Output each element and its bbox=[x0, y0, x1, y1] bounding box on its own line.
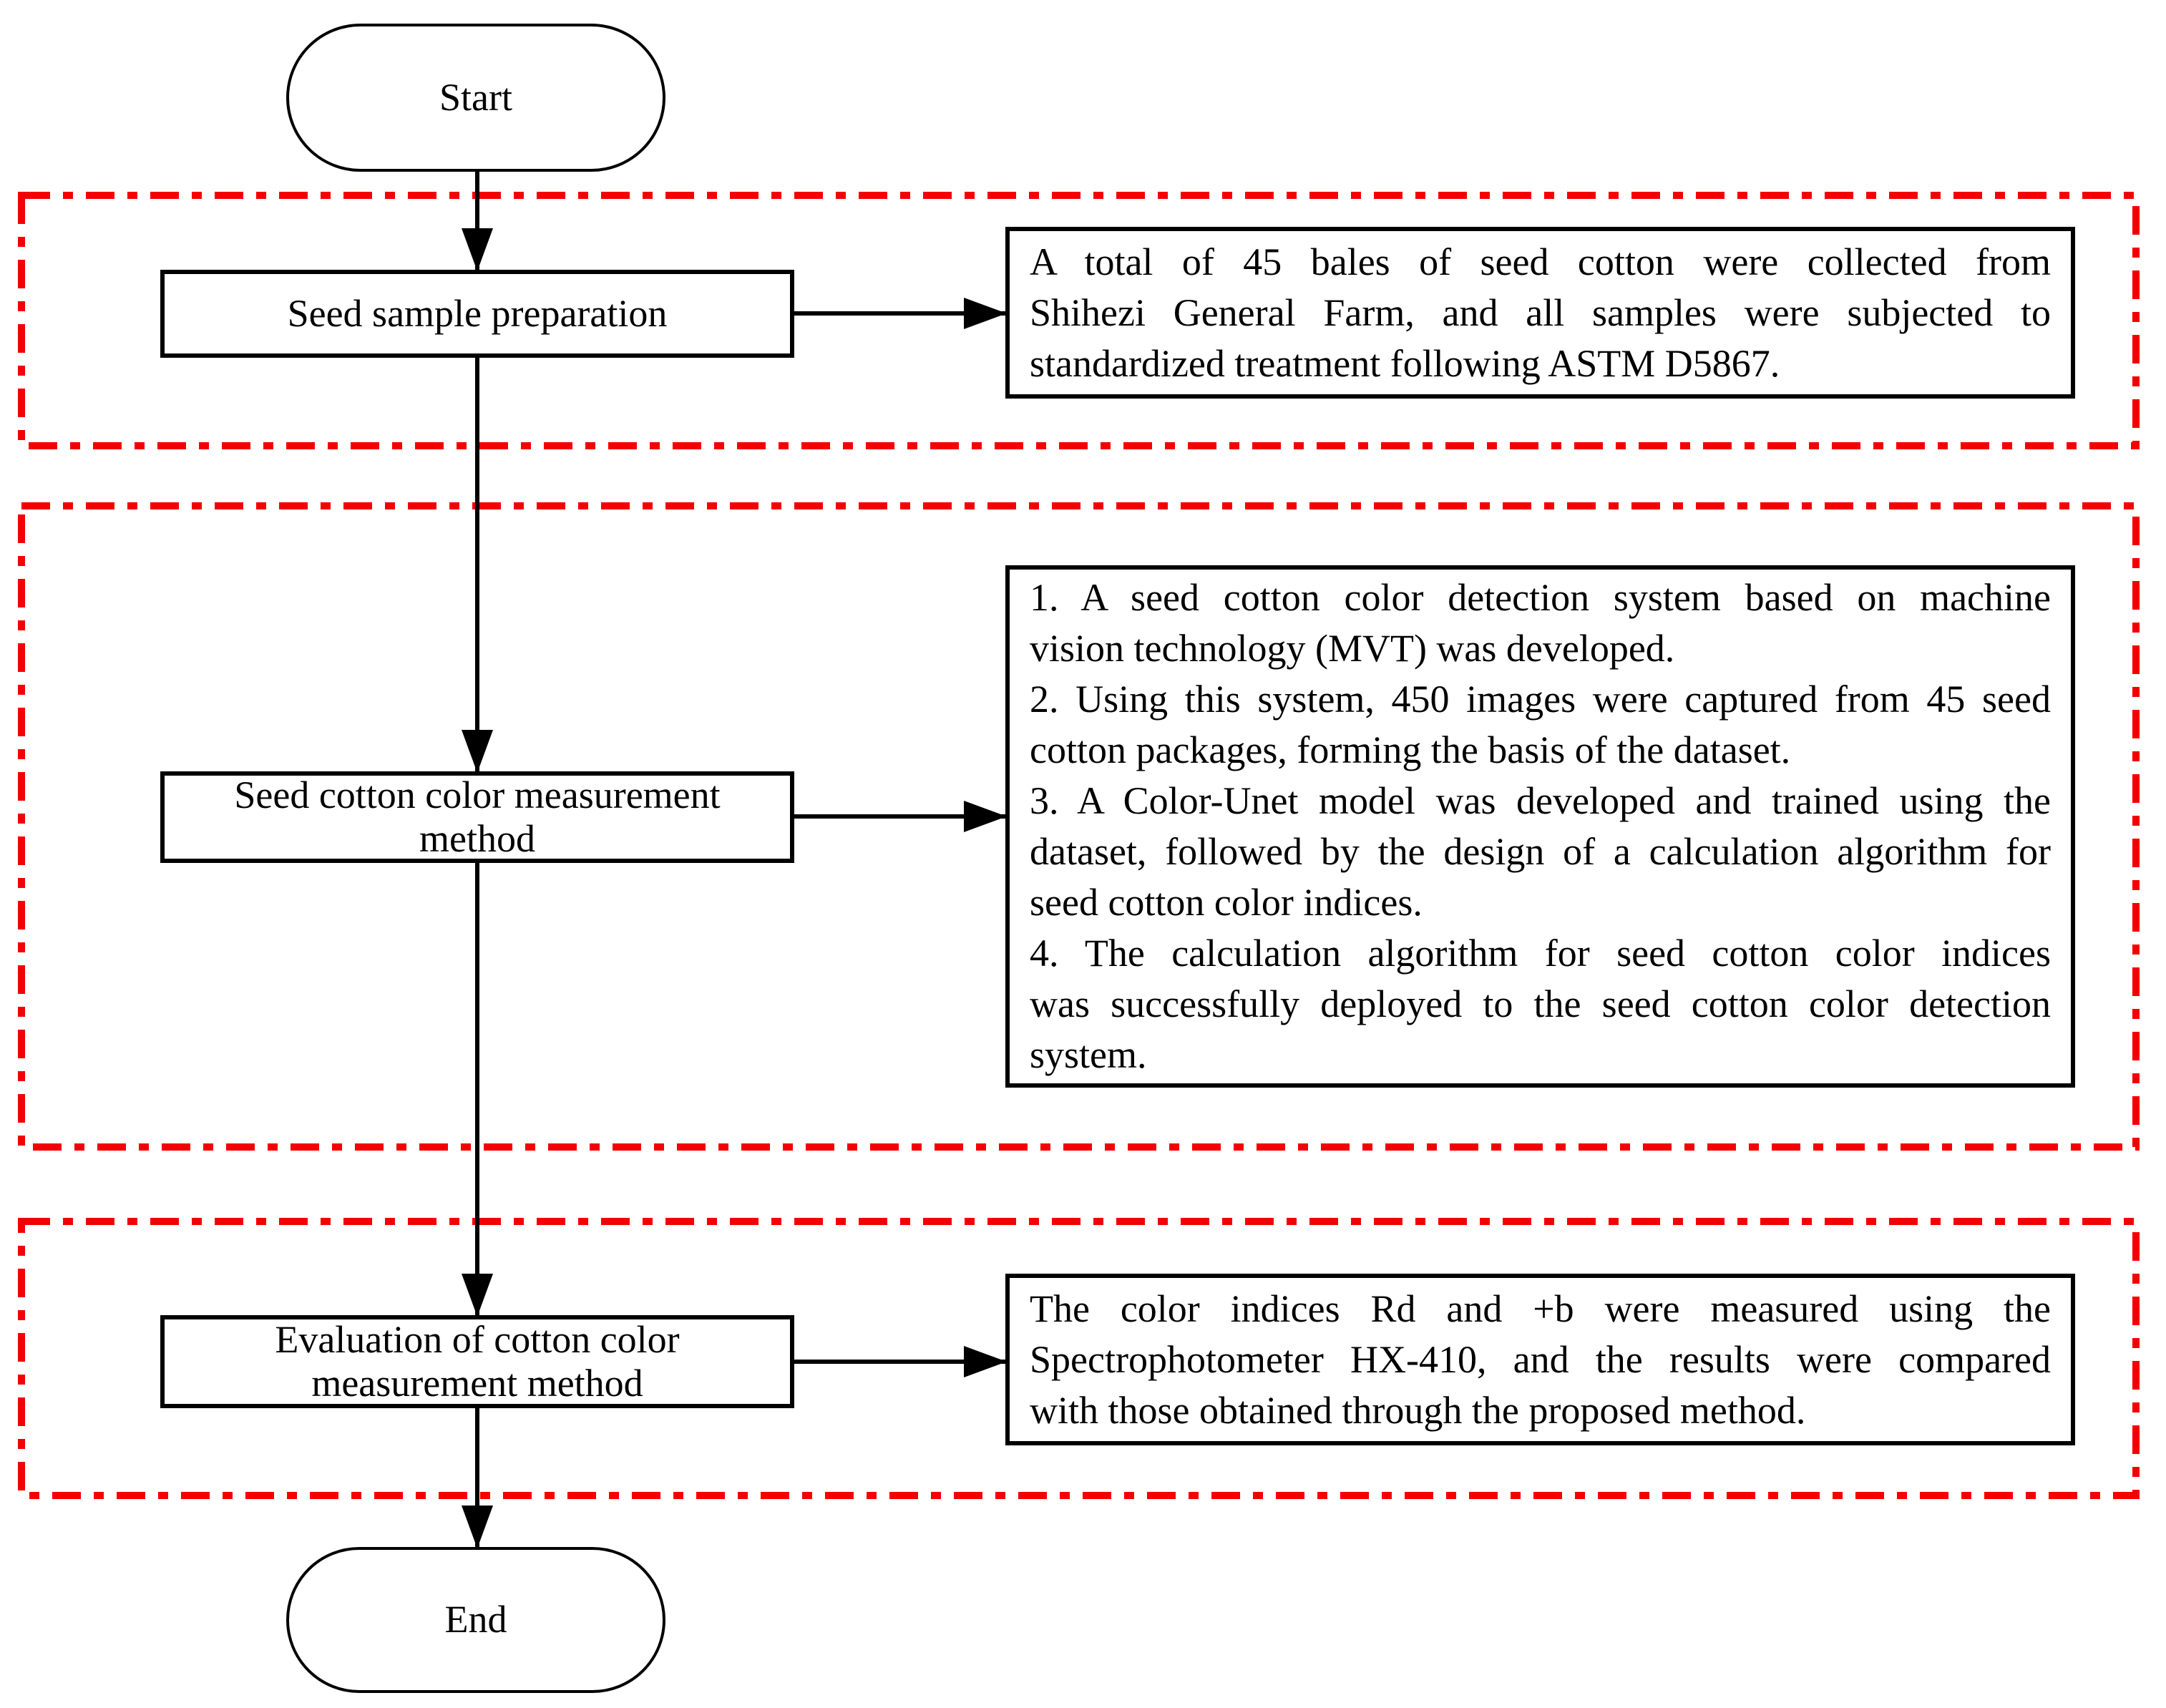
step-box-evaluation: Evaluation of cotton color measurement m… bbox=[160, 1315, 794, 1408]
note-line: 2. Using this system, 450 images were ca… bbox=[1030, 678, 2051, 721]
note-line: standardized treatment following ASTM D5… bbox=[1030, 341, 1780, 385]
note-line: cotton packages, forming the basis of th… bbox=[1030, 728, 1791, 771]
note-line: vision technology (MVT) was developed. bbox=[1030, 627, 1675, 670]
note-line: 1. A seed cotton color detection system … bbox=[1030, 576, 2051, 619]
phase-region-1 bbox=[18, 192, 2140, 449]
note-box-evaluation: The color indices Rd and +b were measure… bbox=[1005, 1274, 2075, 1445]
note-line: A total of 45 bales of seed cotton were … bbox=[1030, 240, 2051, 283]
phase-region-3 bbox=[18, 1218, 2140, 1499]
step-label: Evaluation of cotton color measurement m… bbox=[275, 1317, 680, 1405]
note-line: system. bbox=[1030, 1033, 1147, 1076]
note-line: with those obtained through the proposed… bbox=[1030, 1388, 1806, 1432]
note-line: Spectrophotometer HX-410, and the result… bbox=[1030, 1337, 2051, 1381]
end-node: End bbox=[286, 1547, 665, 1693]
note-box-measurement-method: 1. A seed cotton color detection system … bbox=[1005, 565, 2075, 1088]
note-line: The color indices Rd and +b were measure… bbox=[1030, 1287, 2051, 1330]
step-box-seed-cotton-color-measurement: Seed cotton color measurement method bbox=[160, 771, 794, 863]
note-line: seed cotton color indices. bbox=[1030, 881, 1423, 924]
step-label: Seed sample preparation bbox=[287, 291, 668, 335]
start-label: Start bbox=[439, 75, 512, 119]
note-line: 4. The calculation algorithm for seed co… bbox=[1030, 932, 2051, 975]
step-label: Seed cotton color measurement method bbox=[234, 773, 721, 860]
note-line: dataset, followed by the design of a cal… bbox=[1030, 830, 2051, 873]
phase-region-2 bbox=[18, 502, 2140, 1151]
note-line: Shihezi General Farm, and all samples we… bbox=[1030, 291, 2051, 334]
step-box-seed-sample-preparation: Seed sample preparation bbox=[160, 270, 794, 358]
note-box-sample-preparation: A total of 45 bales of seed cotton were … bbox=[1005, 227, 2075, 399]
note-line: 3. A Color-Unet model was developed and … bbox=[1030, 779, 2051, 822]
note-line: was successfully deployed to the seed co… bbox=[1030, 982, 2051, 1025]
end-label: End bbox=[444, 1598, 507, 1641]
start-node: Start bbox=[286, 24, 665, 172]
